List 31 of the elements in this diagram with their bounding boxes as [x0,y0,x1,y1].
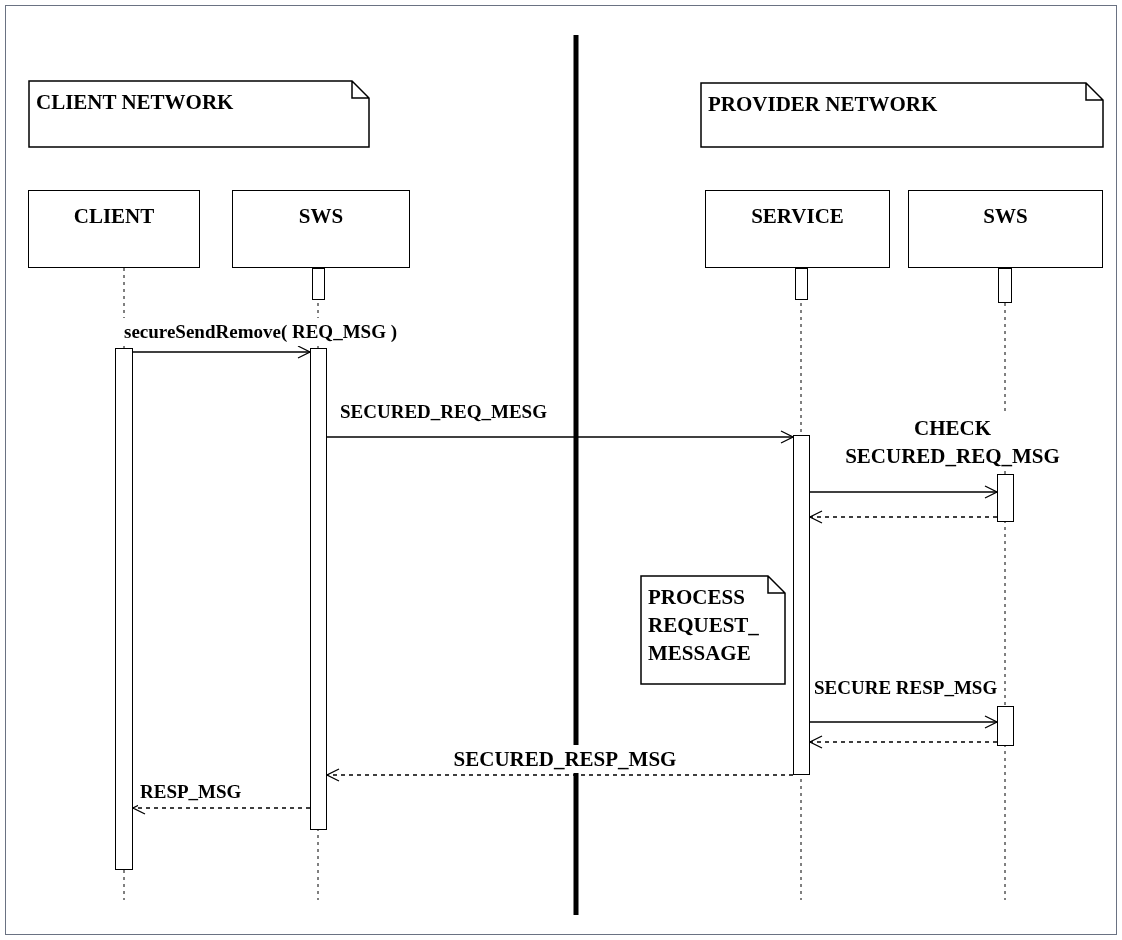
activation-bar [310,348,327,830]
activation-bar [793,435,810,775]
return-message-arrow [809,735,998,749]
message-arrow [326,430,794,444]
participant-box [232,190,410,268]
process-note [640,575,786,685]
return-message-arrow [809,510,998,524]
participant-box [908,190,1103,268]
message-arrow [809,715,998,729]
activation-bar [312,268,325,300]
network-note [700,82,1104,148]
participant-name: SWS [298,203,344,230]
activation-bar [795,268,808,300]
return-message-arrow [326,768,794,782]
note-text: PROVIDER NETWORK [708,91,939,118]
note-text: CLIENT NETWORK [36,89,235,116]
message-label: secureSendRemove( REQ_MSG ) [122,318,399,346]
network-note [28,80,370,148]
note-text: PROCESS REQUEST_ MESSAGE [648,584,760,667]
participant-name: SERVICE [751,203,844,230]
participant-name: SWS [983,203,1028,230]
activation-bar [997,706,1014,746]
activation-bar [998,268,1012,303]
message-arrow [132,345,311,359]
activation-bar [997,474,1014,522]
message-label: SECURED_RESP_MSG [451,745,679,773]
message-arrow [809,485,998,499]
participant-box [28,190,200,268]
participant-name: CLIENT [73,203,155,230]
participant-box [705,190,890,268]
activation-bar [115,348,133,870]
